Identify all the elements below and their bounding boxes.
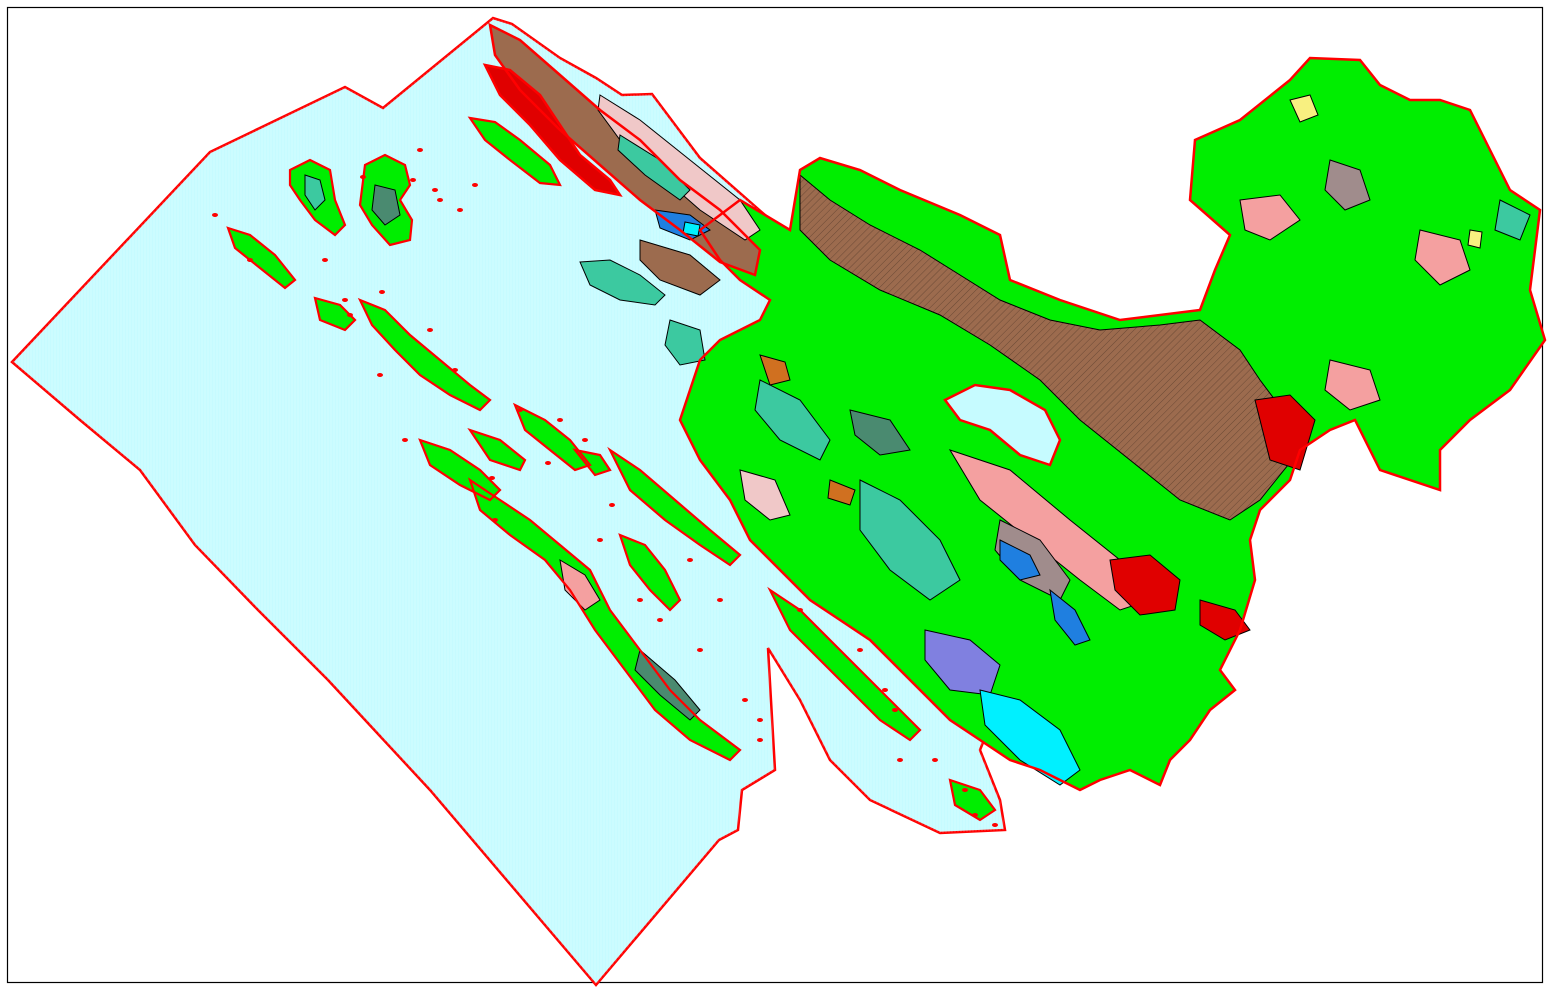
islet [932, 758, 938, 762]
unit-teal-2 [754, 379, 831, 461]
islet [742, 698, 748, 702]
islet [437, 198, 443, 202]
island-11-pink [559, 559, 601, 611]
islet [472, 183, 478, 187]
ridge-cyan [682, 221, 701, 237]
islet [427, 328, 433, 332]
islet [597, 538, 603, 542]
islet [517, 408, 523, 412]
islet [545, 461, 551, 465]
unit-blue-2 [1049, 588, 1091, 646]
island-outline [357, 297, 492, 412]
islet [637, 598, 643, 602]
islet [962, 788, 968, 792]
unit-gray-2 [1324, 159, 1371, 211]
unit-pink-4 [1324, 359, 1381, 411]
unit-pink-3 [1414, 229, 1471, 286]
island-outline [767, 586, 922, 742]
northern-ridge [484, 24, 761, 296]
mainland [664, 57, 1546, 791]
islet [582, 438, 588, 442]
island-outline [948, 778, 997, 822]
islet [609, 503, 615, 507]
islet [492, 518, 498, 522]
islet [212, 213, 218, 217]
unit-cyan [979, 689, 1081, 786]
islet [882, 688, 888, 692]
unit-red-2 [1109, 554, 1181, 616]
unit-teal-3 [1494, 199, 1531, 241]
islet [347, 313, 353, 317]
islet [457, 208, 463, 212]
islet [360, 175, 366, 179]
unit-yellow-2 [1467, 229, 1483, 249]
unit-orange-2 [827, 479, 856, 506]
islet [797, 608, 803, 612]
island-2-core [371, 184, 401, 226]
islet [452, 368, 458, 372]
islet [342, 298, 348, 302]
islet [757, 738, 763, 742]
ridge-brown-outline [488, 22, 762, 277]
island-outline [418, 438, 502, 502]
unit-teal-4 [664, 319, 706, 366]
unit-blue-1 [999, 539, 1041, 581]
island-outline [313, 296, 357, 332]
island-1-core [304, 174, 326, 211]
unit-darkteal [849, 409, 911, 456]
island-outline [572, 448, 612, 477]
island-outline [467, 116, 562, 187]
mainland-base-outline [678, 56, 1547, 792]
islet [757, 718, 763, 722]
ridge-red-outline [482, 63, 623, 197]
inner-lake [943, 383, 1062, 467]
islet [432, 188, 438, 192]
islet [377, 373, 383, 377]
islet [892, 708, 898, 712]
island-outline [288, 158, 347, 237]
islet [687, 558, 693, 562]
boundaries [212, 22, 1547, 827]
island-outline [467, 427, 527, 472]
unit-lightpink [739, 469, 791, 521]
island-outline [607, 446, 742, 567]
island-outline [358, 153, 414, 247]
islet [379, 290, 385, 294]
unit-brown-hatching [800, 175, 1300, 520]
unit-orange-1 [759, 354, 791, 386]
islet [489, 476, 495, 480]
islet [697, 648, 703, 652]
unit-yellow-1 [1289, 94, 1319, 123]
islet [972, 813, 978, 817]
unit-pink-2 [1239, 194, 1301, 241]
islet [402, 438, 408, 442]
ridge-brown-2 [639, 239, 721, 296]
island-outline [512, 402, 592, 472]
islet [322, 258, 328, 262]
unit-teal-1 [859, 479, 961, 601]
ridge-pink [597, 94, 761, 241]
islet [410, 178, 416, 182]
island-outline [226, 226, 297, 290]
islet [657, 618, 663, 622]
islet [992, 823, 998, 827]
island-outline [467, 477, 742, 762]
islet [557, 418, 563, 422]
islet [417, 148, 423, 152]
islet [857, 648, 863, 652]
island-5 [579, 259, 666, 306]
islet [897, 758, 903, 762]
islet [247, 258, 253, 262]
island-outline [618, 533, 682, 612]
islet [717, 598, 723, 602]
map-frame-border [6, 6, 1544, 984]
